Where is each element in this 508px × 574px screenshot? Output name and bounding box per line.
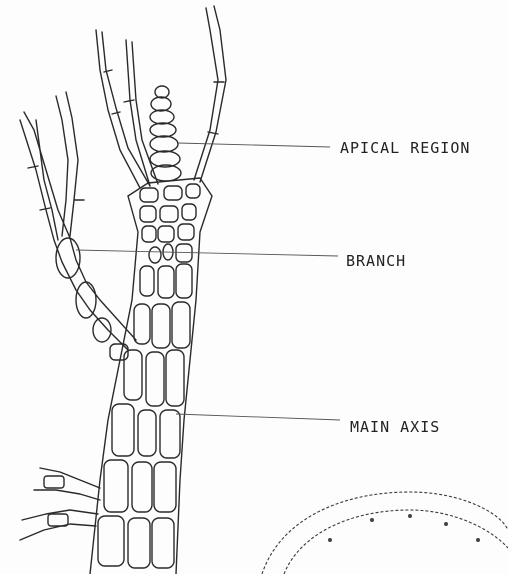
- basal-branchlets: [20, 468, 100, 540]
- main-axis-leader: [176, 414, 340, 420]
- label-branch: BRANCH: [346, 252, 406, 270]
- label-main-axis: MAIN AXIS: [350, 418, 440, 436]
- label-apical-region: APICAL REGION: [340, 139, 470, 157]
- institution-stamp: [262, 492, 508, 574]
- apical-region: [150, 86, 181, 181]
- apical-leader: [178, 143, 330, 147]
- main-axis: [90, 178, 212, 574]
- branch: [20, 92, 136, 360]
- branch-leader: [76, 250, 338, 256]
